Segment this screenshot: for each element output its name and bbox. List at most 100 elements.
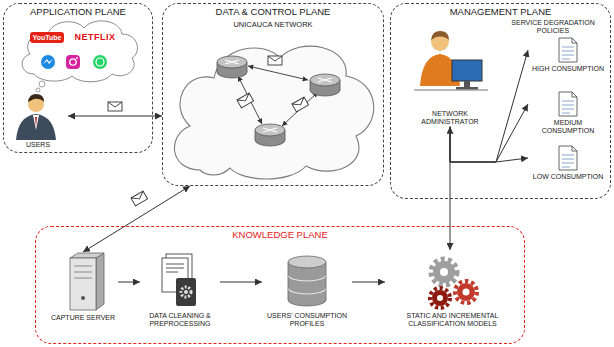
user-figure xyxy=(16,94,56,140)
message-envelope xyxy=(131,191,148,206)
gear-hole xyxy=(437,295,443,301)
logo-lens xyxy=(70,59,76,65)
monitor-stand xyxy=(464,81,470,87)
tool-panel xyxy=(176,278,196,306)
connector xyxy=(450,50,528,162)
node-label: USERS' CONSUMPTION PROFILES xyxy=(262,312,352,329)
cleaning-icon xyxy=(162,254,196,306)
administrator-figure xyxy=(414,31,488,90)
policy-document xyxy=(559,38,577,62)
logo-dot xyxy=(76,57,78,59)
logo-ring xyxy=(96,58,104,66)
plane-region: DATA & CONTROL PLANE UNICAUCA NETWORK xyxy=(162,3,384,186)
connector xyxy=(352,282,385,283)
connector xyxy=(118,282,140,283)
link-line xyxy=(248,66,308,80)
plane-title: MANAGEMENT PLANE xyxy=(391,7,610,18)
gear-teeth xyxy=(455,281,477,303)
gear-body xyxy=(432,290,448,306)
connector xyxy=(450,127,528,162)
youtube-logo: YouTube xyxy=(30,32,64,43)
link-line xyxy=(282,92,318,126)
node-label: HIGH CONSUMPTION xyxy=(528,65,608,73)
policy-node: LOW CONSUMPTION xyxy=(528,146,608,181)
node-label: STATIC AND INCREMENTAL CLASSIFICATION MO… xyxy=(385,312,520,329)
netflix-logo: NETFLIX xyxy=(70,31,120,43)
gear-hub xyxy=(184,290,188,294)
server-icon xyxy=(70,253,104,310)
connector xyxy=(83,186,190,252)
user-node: USERS xyxy=(8,94,68,149)
policy-node: MEDIUM CONSUMPTION xyxy=(528,92,608,136)
policy-node: HIGH CONSUMPTION xyxy=(528,38,608,73)
plane-title: APPLICATION PLANE xyxy=(4,7,152,18)
gear-teeth xyxy=(430,288,450,308)
monitor-screen xyxy=(452,60,482,81)
admin-node: NETWORK ADMINISTRATOR xyxy=(412,20,488,127)
db-top xyxy=(288,256,326,268)
plane-subtitle: UNICAUCA NETWORK xyxy=(163,20,383,29)
node-label: DATA CLEANING & PREPROCESSING xyxy=(140,312,220,329)
router-icon xyxy=(310,74,340,96)
connector xyxy=(68,116,162,117)
thought-cloud xyxy=(22,21,137,92)
server-top xyxy=(70,253,104,258)
user-body xyxy=(16,114,56,140)
policy-document xyxy=(559,92,577,116)
admin-hair xyxy=(431,31,449,40)
policies-heading: SERVICE DEGRADATION POLICIES xyxy=(500,19,606,36)
logo-bolt xyxy=(43,59,53,64)
policy-document xyxy=(559,146,577,170)
process-node: STATIC AND INCREMENTAL CLASSIFICATION MO… xyxy=(385,250,520,329)
gears-icon xyxy=(430,259,477,308)
router-icon xyxy=(255,124,285,146)
instagram-logo xyxy=(66,55,80,69)
monitor-base xyxy=(456,87,478,90)
gear-body xyxy=(457,283,475,301)
node-label: USERS xyxy=(8,141,68,149)
database-icon xyxy=(288,256,326,306)
thought-bubble xyxy=(36,88,40,92)
logo-disc xyxy=(41,55,55,69)
node-label: NETWORK ADMINISTRATOR xyxy=(412,110,488,127)
gear-teeth xyxy=(431,259,457,285)
router-icon xyxy=(217,56,247,78)
plane-region: MANAGEMENT PLANE NETWORK ADMINISTRATOR HIG… xyxy=(390,3,611,199)
server-slots xyxy=(74,266,92,278)
node-label: LOW CONSUMPTION xyxy=(528,173,608,181)
page-lines xyxy=(166,264,184,272)
server-side xyxy=(96,253,104,310)
plane-region: APPLICATION PLANE USERS xyxy=(3,3,153,153)
user-hair xyxy=(28,94,44,102)
plane-title: DATA & CONTROL PLANE xyxy=(163,7,383,18)
server-front xyxy=(70,258,96,310)
network-cloud xyxy=(174,46,373,179)
logo-square xyxy=(66,55,80,69)
connector xyxy=(220,282,262,283)
user-shirt xyxy=(33,115,39,130)
gear-teeth xyxy=(181,287,191,297)
message-envelope xyxy=(237,93,254,108)
logo-disc xyxy=(93,55,107,69)
message-envelope xyxy=(108,102,122,111)
desk-line xyxy=(414,89,488,90)
node-label: CAPTURE SERVER xyxy=(48,314,118,322)
gear-hole xyxy=(463,289,470,296)
plane-region: KNOWLEDGE PLANECAPTURE SERVERDATA CLEANI… xyxy=(35,226,525,344)
db-rings xyxy=(288,275,326,294)
gear-hole xyxy=(440,268,448,276)
whatsapp-logo xyxy=(93,55,107,69)
thought-bubble xyxy=(39,81,45,87)
message-envelope xyxy=(268,56,282,65)
message-envelope xyxy=(292,97,309,112)
messenger-logo xyxy=(41,55,55,69)
node-label: MEDIUM CONSUMPTION xyxy=(528,119,608,136)
process-node: DATA CLEANING & PREPROCESSING xyxy=(140,250,220,329)
user-tie xyxy=(35,117,37,127)
process-node: CAPTURE SERVER xyxy=(48,252,118,322)
server-button xyxy=(81,296,85,300)
